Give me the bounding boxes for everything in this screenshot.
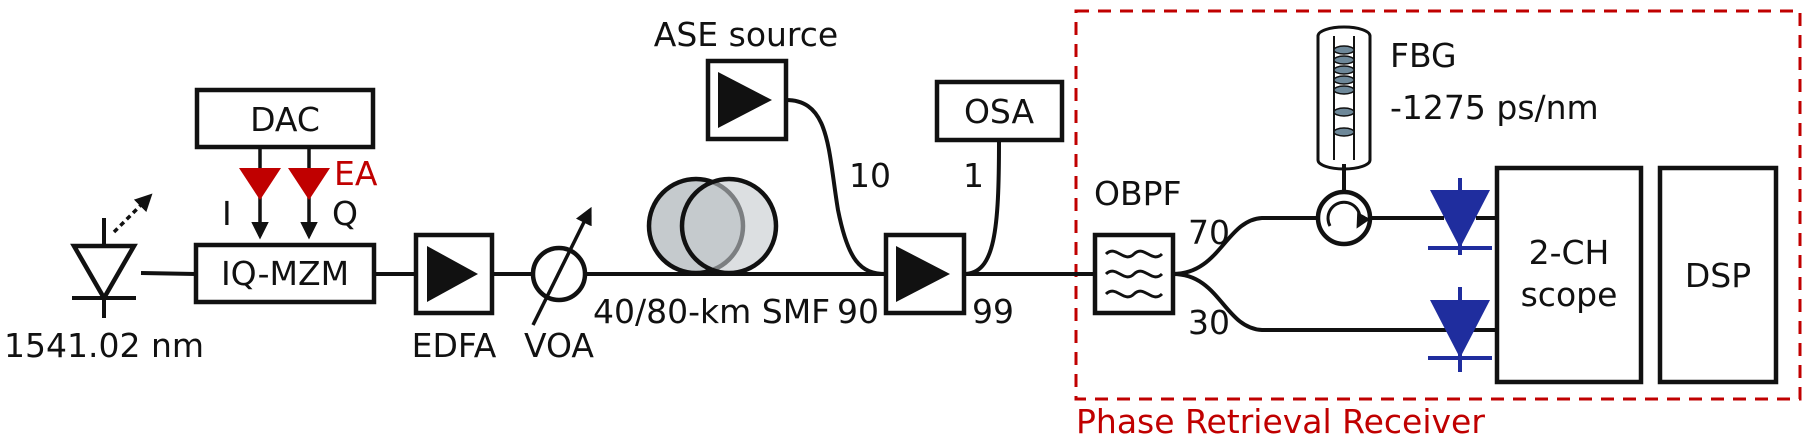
- bandpass-filter-icon: [1104, 249, 1164, 299]
- scope-label-line2: scope: [1521, 275, 1618, 314]
- laser-wavelength: 1541.02 nm: [4, 326, 204, 365]
- electrical-amp-label: EA: [334, 154, 378, 193]
- laser-diode-icon: [70, 193, 153, 318]
- voa-attenuator-icon: [530, 206, 592, 326]
- scope-label-line1: 2-CH: [1529, 233, 1610, 272]
- ase-amplifier-icon: [718, 72, 772, 128]
- iq-mzm-box: [193, 242, 377, 305]
- coupler-input-10-label: 10: [849, 156, 891, 195]
- voa-label: VOA: [524, 326, 594, 365]
- circulator-icon: [1315, 189, 1373, 247]
- split-70-label: 70: [1188, 213, 1230, 252]
- electrical-amp-icon-q: [288, 168, 330, 200]
- preamp-amplifier-icon: [896, 246, 950, 302]
- osa-box: [934, 79, 1065, 143]
- dac-label: DAC: [250, 100, 320, 139]
- scope-box: [1494, 165, 1644, 385]
- iq-mzm-label: IQ-MZM: [221, 254, 349, 293]
- edfa-label: EDFA: [412, 326, 497, 365]
- fbg-dispersion-label: -1275 ps/nm: [1390, 88, 1599, 127]
- coupler-output-1-label: 1: [963, 156, 984, 195]
- dac-box: [194, 87, 376, 150]
- photodiode-icon-lower: [1428, 287, 1492, 372]
- i-arm-label: I: [222, 194, 232, 233]
- photodiode-icon-upper: [1412, 178, 1497, 255]
- fiber-osa-tap: [963, 139, 1001, 276]
- fiber-laser-to-mzm: [140, 271, 197, 276]
- fiber-split-30: [1172, 272, 1497, 332]
- split-30-label: 30: [1188, 303, 1230, 342]
- fiber-ase-input: [785, 98, 887, 276]
- electrical-amp-icon-i: [239, 168, 281, 200]
- coupler-output-99-label: 99: [972, 292, 1014, 331]
- coupler-input-90-label: 90: [837, 292, 879, 331]
- dsp-label: DSP: [1685, 256, 1751, 295]
- obpf-label: OBPF: [1094, 174, 1182, 213]
- ase-source-label: ASE source: [654, 15, 838, 54]
- q-arm-label: Q: [332, 194, 358, 233]
- fbg-grating-icon: [1316, 25, 1372, 171]
- receiver-enclosure: [1074, 9, 1802, 401]
- fiber-span-label: 40/80-km SMF: [593, 292, 830, 331]
- osa-label: OSA: [964, 92, 1035, 131]
- fbg-label: FBG: [1390, 36, 1457, 75]
- fiber-spool-icon: [646, 176, 779, 276]
- receiver-title: Phase Retrieval Receiver: [1076, 402, 1485, 441]
- dsp-box: [1657, 165, 1779, 385]
- fiber-split-70: [1172, 216, 1318, 276]
- edfa-amplifier-icon: [427, 246, 478, 302]
